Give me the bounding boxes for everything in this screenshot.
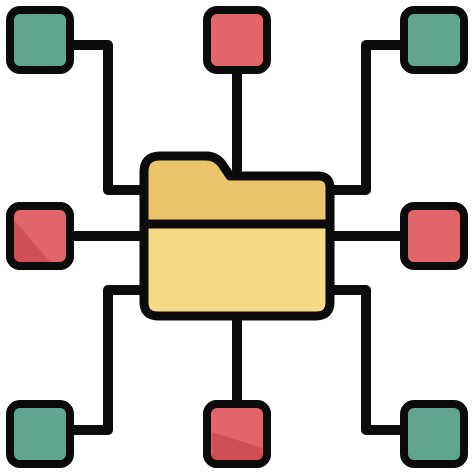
folder-front — [139, 219, 335, 321]
folder-icon — [139, 151, 335, 321]
connector-bottom-left — [65, 285, 147, 435]
node-bottom-center — [203, 400, 271, 468]
connector-top-right — [327, 40, 410, 195]
node-bottom-left — [6, 400, 74, 468]
node-top-center — [203, 6, 271, 74]
connector-top-left — [65, 40, 147, 195]
connector-bottom-right — [327, 285, 410, 435]
node-bottom-right — [400, 400, 468, 468]
connector-lines — [65, 40, 410, 435]
node-top-left — [6, 6, 74, 74]
network-nodes — [6, 6, 468, 468]
node-middle-right — [400, 202, 468, 270]
node-top-right — [400, 6, 468, 74]
node-middle-left — [6, 202, 74, 270]
folder-back — [139, 151, 335, 235]
